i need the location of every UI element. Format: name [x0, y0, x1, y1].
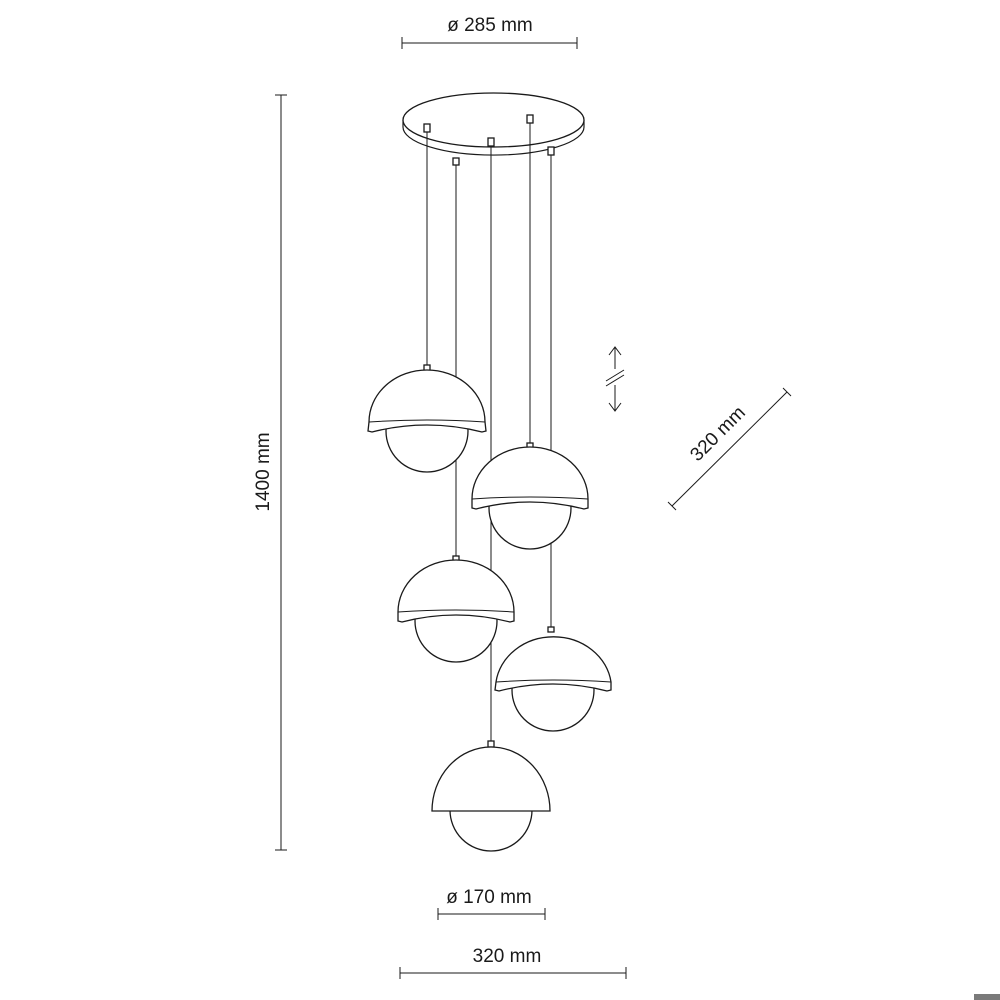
adjustable-height-icon	[605, 346, 625, 412]
depth-dimension: 320 mm	[667, 387, 792, 511]
pendant-lamp-3	[397, 555, 515, 663]
height-dimension: 1400 mm	[253, 94, 287, 851]
corner-mark	[974, 994, 1000, 1000]
width-dimension: 320 mm	[399, 946, 627, 979]
pendant-lamp-2	[471, 442, 589, 550]
canopy-diameter-label: ø 285 mm	[447, 15, 533, 36]
pendant-lamp-5	[431, 740, 551, 852]
suspension-cables	[426, 123, 552, 745]
canopy-diameter-dimension: ø 285 mm	[401, 15, 578, 49]
width-label: 320 mm	[473, 946, 542, 967]
pendant-lamp-1	[367, 364, 487, 473]
depth-label: 320 mm	[686, 402, 749, 465]
pendant-lamp-4	[494, 626, 612, 732]
shade-diameter-label: ø 170 mm	[446, 887, 532, 908]
ceiling-canopy	[402, 92, 585, 156]
cable-grips	[423, 114, 555, 166]
shade-diameter-dimension: ø 170 mm	[437, 887, 546, 920]
height-label: 1400 mm	[253, 432, 274, 511]
